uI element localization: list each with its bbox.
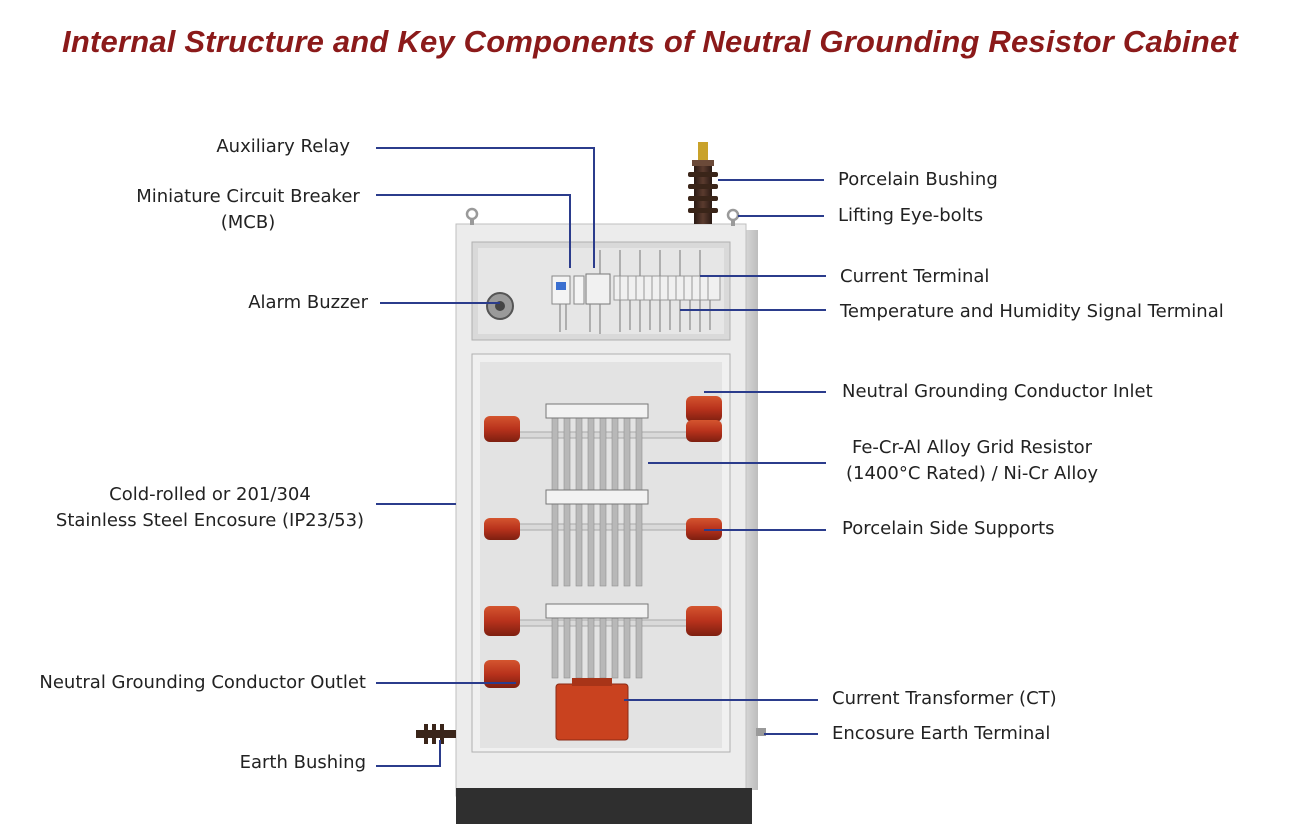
label-mcb: Miniature Circuit Breaker (MCB) xyxy=(110,184,386,236)
resistor-grid xyxy=(491,403,703,679)
porcelain-bushing xyxy=(688,142,718,224)
label-grid-resistor: Fe-Cr-Al Alloy Grid Resistor (1400°C Rat… xyxy=(830,435,1114,487)
leader-earth-bushing xyxy=(376,740,441,767)
label-outlet: Neutral Grounding Conductor Outlet xyxy=(39,672,366,693)
label-porcelain-bushing: Porcelain Bushing xyxy=(838,169,998,190)
label-mcb-line2: (MCB) xyxy=(220,212,276,233)
label-current-terminal: Current Terminal xyxy=(840,266,990,287)
leader-auxiliary-relay xyxy=(376,147,595,268)
alarm-buzzer xyxy=(486,292,514,320)
earth-bushing xyxy=(416,724,456,744)
diagram-title: Internal Structure and Key Components of… xyxy=(62,24,1238,59)
porcelain-side-supports xyxy=(484,396,722,688)
label-grid-line2: (1400°C Rated) / Ni-Cr Alloy xyxy=(846,463,1098,484)
label-alarm-buzzer: Alarm Buzzer xyxy=(248,292,368,313)
leader-mcb xyxy=(376,194,571,268)
cabinet-enclosure xyxy=(416,142,766,824)
label-earth-bushing: Earth Bushing xyxy=(239,752,366,773)
label-auxiliary-relay: Auxiliary Relay xyxy=(216,136,350,157)
label-earth-terminal: Encosure Earth Terminal xyxy=(832,723,1051,744)
terminal-block xyxy=(613,275,721,301)
label-enclosure: Cold-rolled or 201/304 Stainless Steel E… xyxy=(40,482,380,534)
label-temp-humidity: Temperature and Humidity Signal Terminal xyxy=(840,301,1224,322)
label-ct: Current Transformer (CT) xyxy=(832,688,1057,709)
leader-lines xyxy=(376,147,826,767)
current-transformer xyxy=(555,678,629,741)
label-side-supports: Porcelain Side Supports xyxy=(842,518,1055,539)
breakers-relays xyxy=(551,273,611,305)
label-lifting-eyebolts: Lifting Eye-bolts xyxy=(838,205,984,226)
earth-terminal xyxy=(756,728,766,736)
label-mcb-line1: Miniature Circuit Breaker xyxy=(136,186,360,207)
label-enclosure-line2: Stainless Steel Encosure (IP23/53) xyxy=(55,510,365,531)
label-inlet: Neutral Grounding Conductor Inlet xyxy=(842,381,1153,402)
label-grid-line1: Fe-Cr-Al Alloy Grid Resistor xyxy=(851,437,1093,458)
label-enclosure-line1: Cold-rolled or 201/304 xyxy=(109,484,311,505)
wiring xyxy=(559,250,711,334)
